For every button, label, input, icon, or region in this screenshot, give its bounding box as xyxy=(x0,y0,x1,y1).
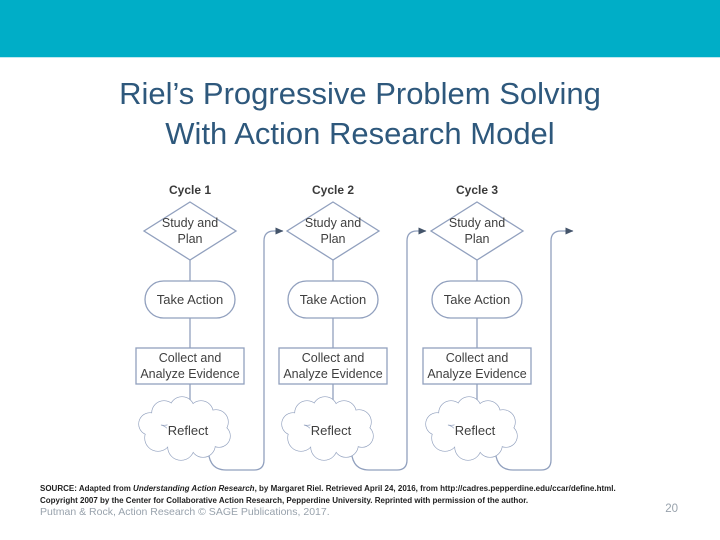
source-attribution: SOURCE: Adapted from Understanding Actio… xyxy=(40,483,690,507)
book-credit-line: Putman & Rock, Action Research © SAGE Pu… xyxy=(40,506,330,518)
cycle-2-label: Cycle 2 xyxy=(312,183,354,197)
cycle-2-take-action-stadium xyxy=(287,280,379,319)
copyright-line: Copyright 2007 by the Center for Collabo… xyxy=(40,496,529,505)
cycle-1-study-plan-diamond xyxy=(142,201,238,261)
source-prefix: SOURCE: Adapted from xyxy=(40,484,134,493)
cycle-3-collect-text-line1: Collect and xyxy=(446,351,509,365)
cycle-3-reflect-cloud xyxy=(425,396,518,461)
cycle-3-group: Cycle 3 Study and Plan Take Action Colle… xyxy=(422,183,574,471)
source-rest: , by Margaret Riel. Retrieved April 24, … xyxy=(254,484,616,493)
source-title-italic: Understanding Action Research xyxy=(133,484,255,493)
cycle-3-reflect-text: Reflect xyxy=(455,423,496,438)
cycle-3-study-plan-text-line2: Plan xyxy=(464,232,489,246)
cycle-1-collect-evidence-rect xyxy=(135,347,245,385)
source-line: SOURCE: Adapted from Understanding Actio… xyxy=(40,483,690,495)
cycle-2-reflect-cloud xyxy=(281,396,374,461)
cycle-3-study-plan-text-line1: Study and xyxy=(449,216,505,230)
cycle-2-loop-arrow xyxy=(350,227,427,471)
cycle-3-label: Cycle 3 xyxy=(456,183,498,197)
cycle-2-collect-text-line1: Collect and xyxy=(302,351,365,365)
cycle-2-study-plan-diamond xyxy=(285,201,381,261)
cycle-1-collect-text-line1: Collect and xyxy=(159,351,222,365)
slide-page-number: 20 xyxy=(665,503,678,515)
cycle-3-take-action-text: Take Action xyxy=(444,292,511,307)
cycle-2-collect-text-line2: Analyze Evidence xyxy=(283,367,382,381)
cycle-2-reflect-text: Reflect xyxy=(311,423,352,438)
cycle-3-study-plan-diamond xyxy=(429,201,525,261)
slide-title-line1: Riel’s Progressive Problem Solving xyxy=(119,76,601,111)
slide-top-banner xyxy=(0,0,720,58)
cycle-2-study-plan-text-line1: Study and xyxy=(305,216,361,230)
cycle-3-loop-arrow xyxy=(494,227,574,471)
cycle-1-study-plan-text-line2: Plan xyxy=(177,232,202,246)
cycle-1-group: Cycle 1 Study and Plan Take Action Colle… xyxy=(135,183,284,471)
cycle-3-collect-evidence-rect xyxy=(422,347,532,385)
cycle-1-collect-text-line2: Analyze Evidence xyxy=(140,367,239,381)
cycle-2-collect-evidence-rect xyxy=(278,347,388,385)
cycle-3-take-action-stadium xyxy=(431,280,523,319)
cycle-2-study-plan-text-line2: Plan xyxy=(320,232,345,246)
cycle-1-study-plan-text-line1: Study and xyxy=(162,216,218,230)
slide-title: Riel’s Progressive Problem Solving With … xyxy=(0,74,720,154)
cycle-1-take-action-stadium xyxy=(144,280,236,319)
cycle-1-label: Cycle 1 xyxy=(169,183,211,197)
cycle-1-loop-arrow xyxy=(207,227,284,471)
slide-title-line2: With Action Research Model xyxy=(165,116,555,151)
cycle-1-reflect-text: Reflect xyxy=(168,423,209,438)
cycle-3-collect-text-line2: Analyze Evidence xyxy=(427,367,526,381)
cycle-2-group: Cycle 2 Study and Plan Take Action Colle… xyxy=(278,183,427,471)
cycle-1-reflect-cloud xyxy=(138,396,231,461)
cycle-2-take-action-text: Take Action xyxy=(300,292,367,307)
cycle-1-take-action-text: Take Action xyxy=(157,292,224,307)
